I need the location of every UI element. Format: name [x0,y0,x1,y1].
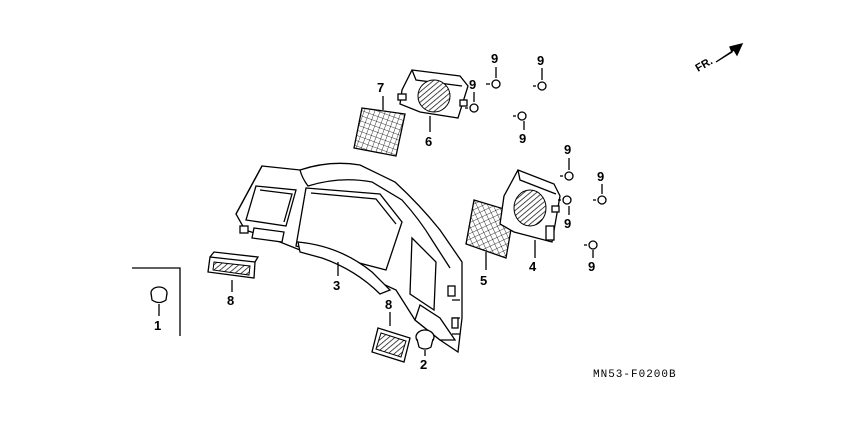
speaker-housing-part-6 [397,69,469,119]
vent-part-8a [207,251,260,279]
arrow-icon [715,43,744,63]
callout-5: 5 [480,273,487,288]
screw-9f [593,195,607,205]
callout-7: 7 [377,80,384,95]
direction-label: FR. [694,55,715,74]
callout-6: 6 [425,134,432,149]
clip-part-1 [132,267,181,336]
callout-9c: 9 [469,77,476,92]
screw-9h [584,240,598,250]
screw-9b [533,81,547,91]
callout-9h: 9 [588,259,595,274]
screw-9d [513,111,527,121]
meter-panel-part [235,162,463,354]
vent-part-8b [371,327,411,363]
screw-9g [558,195,572,205]
callout-9f: 9 [597,169,604,184]
screw-9a [486,79,501,89]
callout-9d: 9 [519,131,526,146]
front-direction-arrow: FR. [694,43,744,75]
callout-8b: 8 [385,297,392,312]
callout-8a: 8 [227,293,234,308]
callout-9e: 9 [564,142,571,157]
callout-3: 3 [333,278,340,293]
callout-2: 2 [420,357,427,372]
speaker-housing-part-4 [499,169,561,243]
callout-9b: 9 [537,53,544,68]
callout-1: 1 [154,318,161,333]
clip-part-2 [415,329,435,350]
callout-9g: 9 [564,216,571,231]
callout-4: 4 [529,259,537,274]
grille-part-7 [353,107,406,157]
callout-9a: 9 [491,51,498,66]
screw-9c [465,103,479,113]
drawing-code: MN53-F0200B [593,369,677,381]
screw-9e [560,171,574,181]
